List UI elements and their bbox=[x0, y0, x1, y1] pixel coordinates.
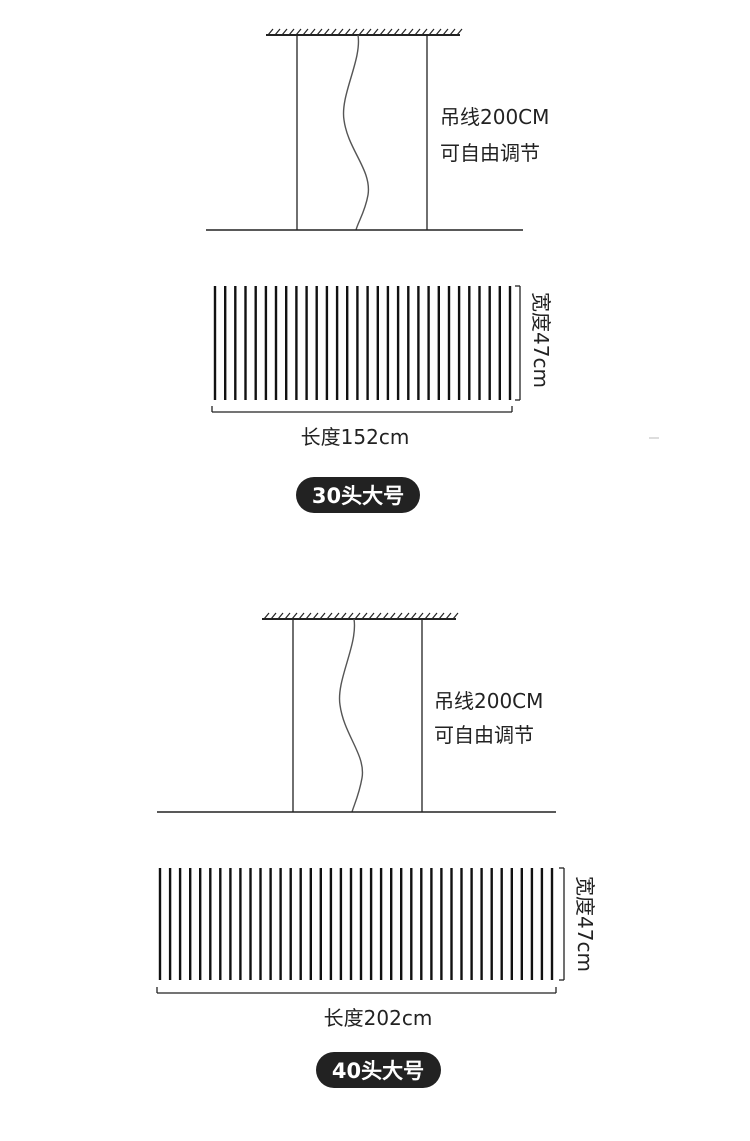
hatch-mark bbox=[358, 28, 365, 36]
hatch-mark bbox=[340, 612, 347, 620]
hatch-mark bbox=[277, 612, 284, 620]
hatch-mark bbox=[379, 28, 386, 36]
hatch-mark bbox=[442, 28, 449, 36]
hatch-mark bbox=[274, 28, 281, 36]
hatch-mark bbox=[456, 28, 463, 36]
light-bars bbox=[158, 868, 554, 980]
model-badge: 30头大号 bbox=[296, 477, 420, 513]
hatch-mark bbox=[449, 28, 456, 36]
power-cable bbox=[338, 618, 364, 813]
hatch-mark bbox=[263, 612, 270, 620]
length-label: 长度202cm bbox=[324, 1006, 433, 1030]
hatch-mark bbox=[312, 612, 319, 620]
hatch-mark bbox=[421, 28, 428, 36]
hatch-mark bbox=[288, 28, 295, 36]
hatch-mark bbox=[400, 28, 407, 36]
hatch-mark bbox=[452, 612, 459, 620]
cable-length-label: 吊线200CM bbox=[434, 689, 543, 713]
length-dimension: 长度152cm bbox=[211, 406, 513, 449]
hatch-mark bbox=[344, 28, 351, 36]
hatch-mark bbox=[361, 612, 368, 620]
hatch-mark bbox=[386, 28, 393, 36]
width-dimension: 宽度47cm bbox=[559, 867, 597, 981]
model-badge-label: 40头大号 bbox=[332, 1059, 424, 1083]
hatch-mark bbox=[431, 612, 438, 620]
diagram-40-heads: 吊线200CM 可自由调节 宽度47cm 长度202cm 40头大号 bbox=[156, 612, 597, 1088]
light-bars bbox=[213, 286, 512, 400]
ceiling-hatch bbox=[263, 612, 459, 620]
hatch-mark bbox=[302, 28, 309, 36]
cable-length-label: 吊线200CM bbox=[440, 105, 549, 129]
hatch-mark bbox=[298, 612, 305, 620]
hatch-mark bbox=[291, 612, 298, 620]
hatch-mark bbox=[375, 612, 382, 620]
hatch-mark bbox=[445, 612, 452, 620]
hatch-mark bbox=[326, 612, 333, 620]
hatch-mark bbox=[333, 612, 340, 620]
width-label: 宽度47cm bbox=[573, 876, 597, 972]
hatch-mark bbox=[270, 612, 277, 620]
hatch-mark bbox=[319, 612, 326, 620]
hatch-mark bbox=[417, 612, 424, 620]
hatch-mark bbox=[281, 28, 288, 36]
ceiling-mount bbox=[266, 28, 463, 36]
hatch-mark bbox=[309, 28, 316, 36]
hatch-mark bbox=[407, 28, 414, 36]
hatch-mark bbox=[284, 612, 291, 620]
hatch-mark bbox=[414, 28, 421, 36]
hatch-mark bbox=[365, 28, 372, 36]
hatch-mark bbox=[323, 28, 330, 36]
power-cable bbox=[342, 34, 370, 231]
hatch-mark bbox=[368, 612, 375, 620]
hatch-mark bbox=[389, 612, 396, 620]
hatch-mark bbox=[393, 28, 400, 36]
hatch-mark bbox=[305, 612, 312, 620]
model-badge: 40头大号 bbox=[316, 1052, 441, 1088]
hatch-mark bbox=[438, 612, 445, 620]
hatch-mark bbox=[347, 612, 354, 620]
hatch-mark bbox=[428, 28, 435, 36]
hatch-mark bbox=[424, 612, 431, 620]
hatch-mark bbox=[382, 612, 389, 620]
width-dimension: 宽度47cm bbox=[515, 285, 553, 401]
hatch-mark bbox=[330, 28, 337, 36]
hatch-mark bbox=[354, 612, 361, 620]
hatch-mark bbox=[267, 28, 274, 36]
cable-adjustable-label: 可自由调节 bbox=[434, 723, 534, 747]
length-label: 长度152cm bbox=[301, 425, 410, 449]
hatch-mark bbox=[410, 612, 417, 620]
hatch-mark bbox=[435, 28, 442, 36]
hatch-mark bbox=[351, 28, 358, 36]
width-label: 宽度47cm bbox=[529, 292, 553, 388]
length-dimension: 长度202cm bbox=[156, 987, 557, 1030]
hatch-mark bbox=[396, 612, 403, 620]
diagram-30-heads: 吊线200CM 可自由调节 宽度47cm 长度152cm 30头大号 bbox=[206, 28, 659, 513]
hatch-mark bbox=[337, 28, 344, 36]
hatch-mark bbox=[372, 28, 379, 36]
cable-adjustable-label: 可自由调节 bbox=[440, 141, 540, 165]
hatch-mark bbox=[295, 28, 302, 36]
model-badge-label: 30头大号 bbox=[312, 484, 404, 508]
ceiling-hatch bbox=[267, 28, 463, 36]
hatch-mark bbox=[316, 28, 323, 36]
ceiling-mount bbox=[262, 612, 459, 620]
hatch-mark bbox=[403, 612, 410, 620]
